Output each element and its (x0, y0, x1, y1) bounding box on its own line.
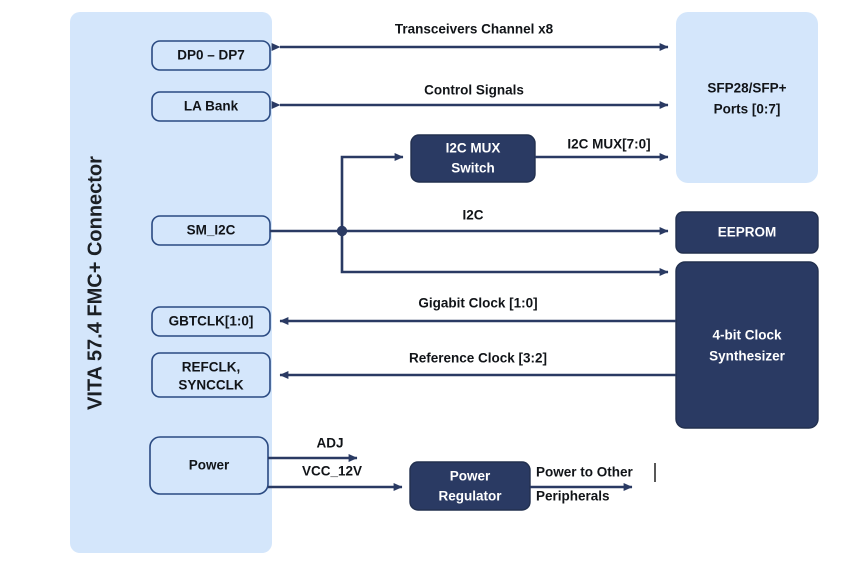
block-dp0-dp7[interactable]: DP0 – DP7 (151, 40, 271, 71)
block-la-bank-body[interactable] (151, 91, 271, 122)
block-power-regulator-label-line1: Power (450, 469, 491, 484)
connection-adj: ADJ (268, 436, 358, 462)
block-sm-i2c[interactable]: SM_I2C (151, 215, 271, 246)
block-i2c-mux-switch-body[interactable] (410, 134, 536, 183)
connection-i2c-to-mux (340, 153, 404, 231)
label-power-out-line1: Power to Other (536, 465, 634, 480)
label-i2c-bus: I2C (462, 208, 483, 223)
block-dp0-dp7-label: DP0 – DP7 (177, 48, 245, 63)
label-i2c-mux-bus: I2C MUX[7:0] (567, 137, 650, 152)
block-sfp28-ports-label-line1: SFP28/SFP+ (707, 81, 786, 96)
connection-i2c-to-mux-line (340, 153, 404, 231)
connection-control-signals: Control Signals (271, 83, 669, 109)
block-refclk-syncclk[interactable]: REFCLK, SYNCCLK (151, 352, 271, 398)
block-eeprom-body[interactable] (675, 211, 819, 254)
block-dp0-dp7-body[interactable] (151, 40, 271, 71)
block-power-regulator-label-line2: Regulator (438, 489, 502, 504)
block-power-regulator[interactable]: Power Regulator (409, 461, 531, 511)
block-sm-i2c-label: SM_I2C (187, 223, 236, 238)
block-clock-synthesizer-label-line1: 4-bit Clock (712, 328, 782, 343)
label-power-out-line2: Peripherals (536, 489, 610, 504)
block-sfp28-ports-body[interactable] (676, 12, 818, 183)
connection-transceivers: Transceivers Channel x8 (271, 22, 669, 51)
connection-reference-clock: Reference Clock [3:2] (279, 351, 676, 379)
block-la-bank[interactable]: LA Bank (151, 91, 271, 122)
block-i2c-mux-switch-label-line2: Switch (451, 161, 495, 176)
connection-i2c-to-clock-synth (340, 231, 669, 276)
block-i2c-mux-switch-label-line1: I2C MUX (446, 141, 501, 156)
block-i2c-mux-switch[interactable]: I2C MUX Switch (410, 134, 536, 183)
label-transceivers: Transceivers Channel x8 (395, 22, 554, 37)
label-vcc-12v: VCC_12V (302, 464, 362, 479)
block-refclk-syncclk-label-line2: SYNCCLK (178, 378, 244, 393)
label-control-signals: Control Signals (424, 83, 524, 98)
connector-vertical-title: VITA 57.4 FMC+ Connector (84, 156, 106, 410)
vita-connector-panel: VITA 57.4 FMC+ Connector (70, 12, 272, 553)
block-gbtclk[interactable]: GBTCLK[1:0] (151, 306, 271, 337)
block-eeprom[interactable]: EEPROM (675, 211, 819, 254)
connection-i2c-to-eeprom: I2C (342, 208, 669, 235)
block-refclk-syncclk-body[interactable] (151, 352, 271, 398)
block-sfp28-ports[interactable]: SFP28/SFP+ Ports [0:7] (676, 12, 818, 183)
block-gbtclk-label: GBTCLK[1:0] (169, 314, 254, 329)
connection-i2c-to-clock-synth-line (340, 231, 669, 276)
block-power-body[interactable] (149, 436, 269, 495)
block-eeprom-label: EEPROM (718, 225, 777, 240)
connection-i2c-mux-bus: I2C MUX[7:0] (535, 137, 669, 161)
label-gigabit-clock: Gigabit Clock [1:0] (418, 296, 537, 311)
block-clock-synthesizer-label-line2: Synthesizer (709, 349, 786, 364)
block-clock-synthesizer-body[interactable] (675, 261, 819, 429)
connection-power-out: Power to Other Peripherals (530, 463, 656, 504)
connection-vcc-12v: VCC_12V (268, 464, 403, 491)
block-power[interactable]: Power (149, 436, 269, 495)
block-refclk-syncclk-label-line1: REFCLK, (182, 360, 241, 375)
label-reference-clock: Reference Clock [3:2] (409, 351, 547, 366)
block-la-bank-label: LA Bank (184, 99, 239, 114)
label-adj: ADJ (316, 436, 343, 451)
connection-gigabit-clock: Gigabit Clock [1:0] (279, 296, 676, 325)
block-gbtclk-body[interactable] (151, 306, 271, 337)
connector-panel-body (70, 12, 272, 553)
block-sfp28-ports-label-line2: Ports [0:7] (714, 102, 781, 117)
block-power-label: Power (189, 458, 230, 473)
block-clock-synthesizer[interactable]: 4-bit Clock Synthesizer (675, 261, 819, 429)
